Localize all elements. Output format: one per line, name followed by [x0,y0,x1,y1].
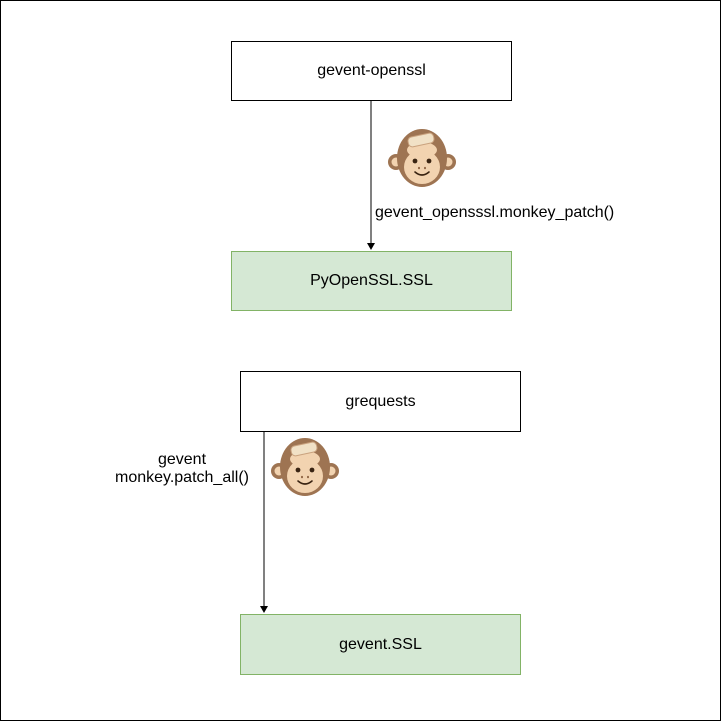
node-gevent-openssl: gevent-openssl [231,41,512,101]
node-grequests: grequests [240,371,521,432]
node-gevent-ssl-label: gevent.SSL [339,635,422,653]
node-pyopenssl-ssl-label: PyOpenSSL.SSL [310,272,433,289]
node-gevent-openssl-label: gevent-openssl [317,62,426,79]
monkey-icon [271,438,339,496]
monkey-icon [388,129,456,187]
node-grequests-label: grequests [345,392,416,410]
edge-label-patch-all: gevent monkey.patch_all() [100,451,264,487]
edge-label-patch-all-line2: monkey.patch_all() [115,469,249,486]
node-gevent-ssl: gevent.SSL [240,614,521,675]
edge-label-monkey-patch: gevent_opensssl.monkey_patch() [375,204,615,221]
edge-label-patch-all-line1: gevent [157,451,207,468]
node-pyopenssl-ssl: PyOpenSSL.SSL [231,251,512,311]
